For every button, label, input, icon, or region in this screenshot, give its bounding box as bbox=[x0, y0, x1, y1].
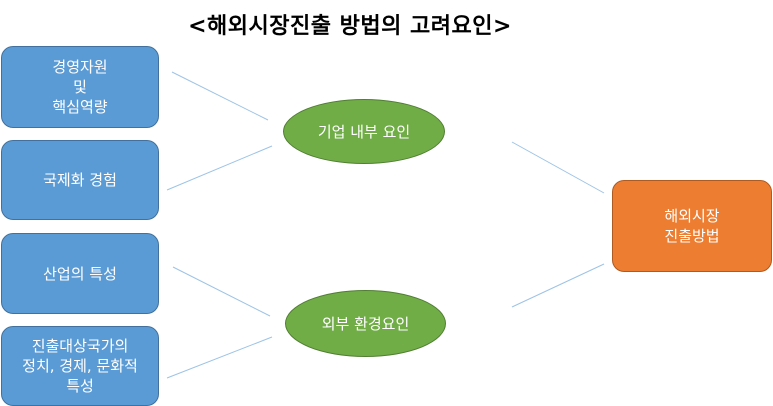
factor-box-target-country: 진출대상국가의 정치, 경제, 문화적 특성 bbox=[1, 326, 159, 406]
factor-box-industry: 산업의 특성 bbox=[1, 233, 159, 314]
factor-box-international-experience: 국제화 경험 bbox=[1, 140, 159, 220]
result-box-entry-method: 해외시장 진출방법 bbox=[612, 180, 772, 272]
connector-line bbox=[171, 71, 269, 121]
diagram-title: <해외시장진출 방법의 고려요인> bbox=[188, 14, 512, 39]
factor-box-resources: 경영자원 및 핵심역량 bbox=[1, 46, 159, 128]
connector-line bbox=[511, 141, 605, 194]
external-factors-ellipse: 외부 환경요인 bbox=[285, 290, 446, 357]
connector-line bbox=[172, 266, 271, 317]
internal-factors-ellipse: 기업 내부 요인 bbox=[283, 99, 445, 164]
connector-line bbox=[166, 336, 273, 379]
connector-line bbox=[166, 145, 273, 191]
connector-line bbox=[511, 263, 605, 308]
